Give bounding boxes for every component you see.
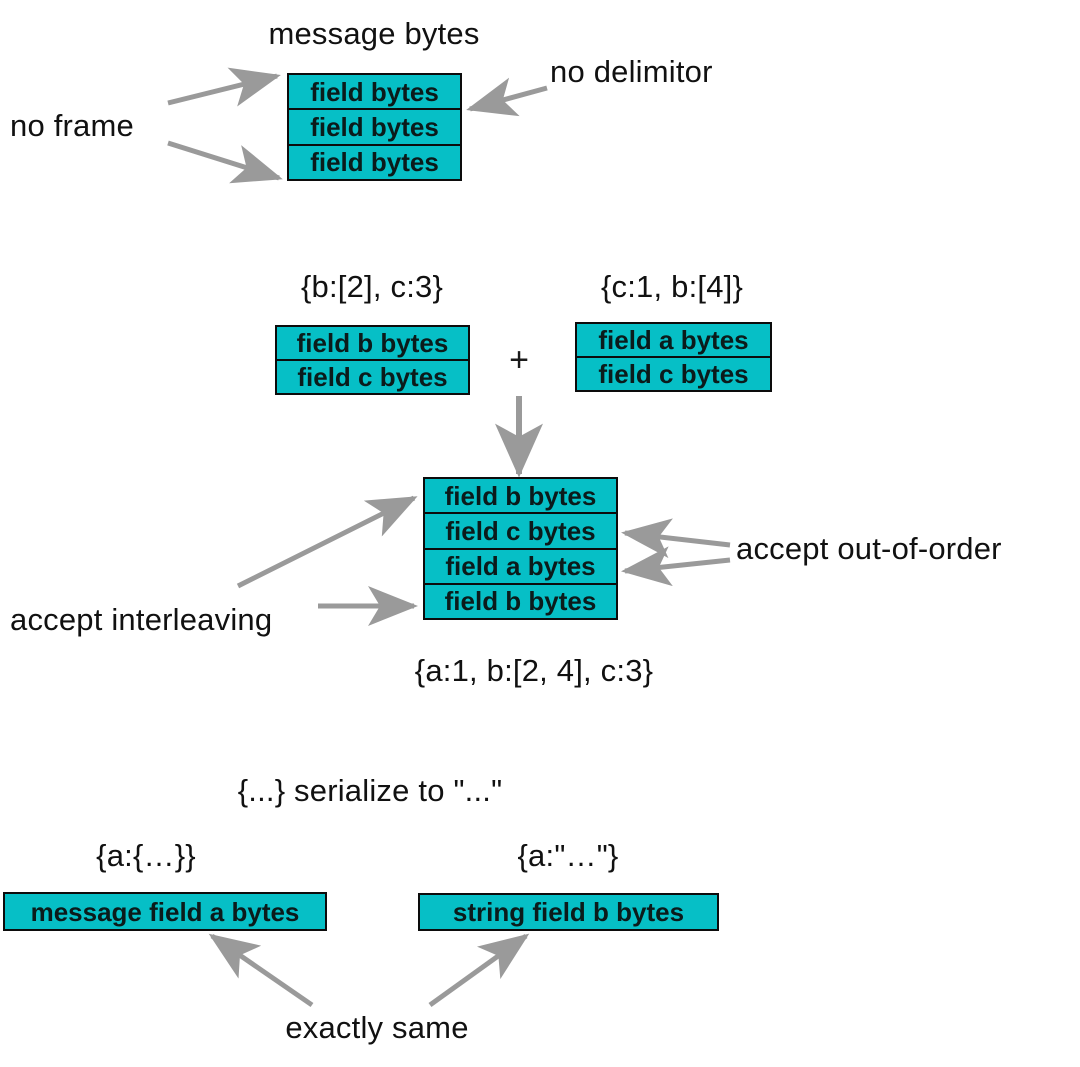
byte-row: field b bytes: [425, 584, 616, 618]
arrow-exactly-same-right: [428, 933, 530, 1008]
arrow-no-frame-lower: [167, 140, 283, 184]
right-operand-caption: {c:1, b:[4]}: [600, 269, 744, 304]
byte-row: field c bytes: [425, 514, 616, 550]
byte-row: field bytes: [289, 75, 460, 111]
accept-interleaving-label: accept interleaving: [10, 602, 273, 637]
arrow-no-delimitor: [466, 77, 548, 117]
arrow-interleaving-upper: [236, 495, 418, 589]
arrow-out-of-order-lower: [621, 546, 731, 587]
plus-operator: +: [509, 341, 529, 379]
bottom-left-caption: {a:{…}}: [96, 838, 196, 873]
bottom-right-caption: {a:"…"}: [517, 838, 619, 873]
message-bytes-stack: field bytes field bytes field bytes: [287, 73, 462, 181]
byte-row: field a bytes: [425, 549, 616, 585]
byte-row: field a bytes: [577, 324, 770, 358]
left-operand-caption: {b:[2], c:3}: [300, 269, 444, 304]
left-operand-stack: field b bytes field c bytes: [275, 325, 470, 395]
arrow-exactly-same-left: [208, 933, 314, 1008]
byte-row: field bytes: [289, 145, 460, 179]
message-bytes-caption: message bytes: [268, 16, 480, 51]
merge-result-stack: field b bytes field c bytes field a byte…: [423, 477, 618, 620]
message-field-a-box: message field a bytes: [3, 892, 327, 931]
string-field-b-box: string field b bytes: [418, 893, 719, 931]
merge-result-caption: {a:1, b:[2, 4], c:3}: [414, 653, 654, 688]
byte-row: field bytes: [289, 110, 460, 146]
serialize-caption: {...} serialize to "...": [237, 773, 503, 808]
byte-row: field b bytes: [277, 327, 468, 361]
byte-row: field c bytes: [277, 361, 468, 393]
byte-row: message field a bytes: [5, 894, 325, 929]
exactly-same-label: exactly same: [285, 1010, 469, 1045]
accept-out-of-order-label: accept out-of-order: [736, 531, 1002, 566]
byte-row: field b bytes: [425, 479, 616, 515]
no-delimitor-label: no delimitor: [550, 54, 713, 89]
right-operand-stack: field a bytes field c bytes: [575, 322, 772, 392]
no-frame-label: no frame: [10, 108, 134, 143]
byte-row: field c bytes: [577, 358, 770, 390]
arrow-out-of-order-upper: [621, 518, 731, 559]
byte-row: string field b bytes: [420, 895, 717, 929]
arrow-no-frame-upper: [167, 67, 281, 107]
